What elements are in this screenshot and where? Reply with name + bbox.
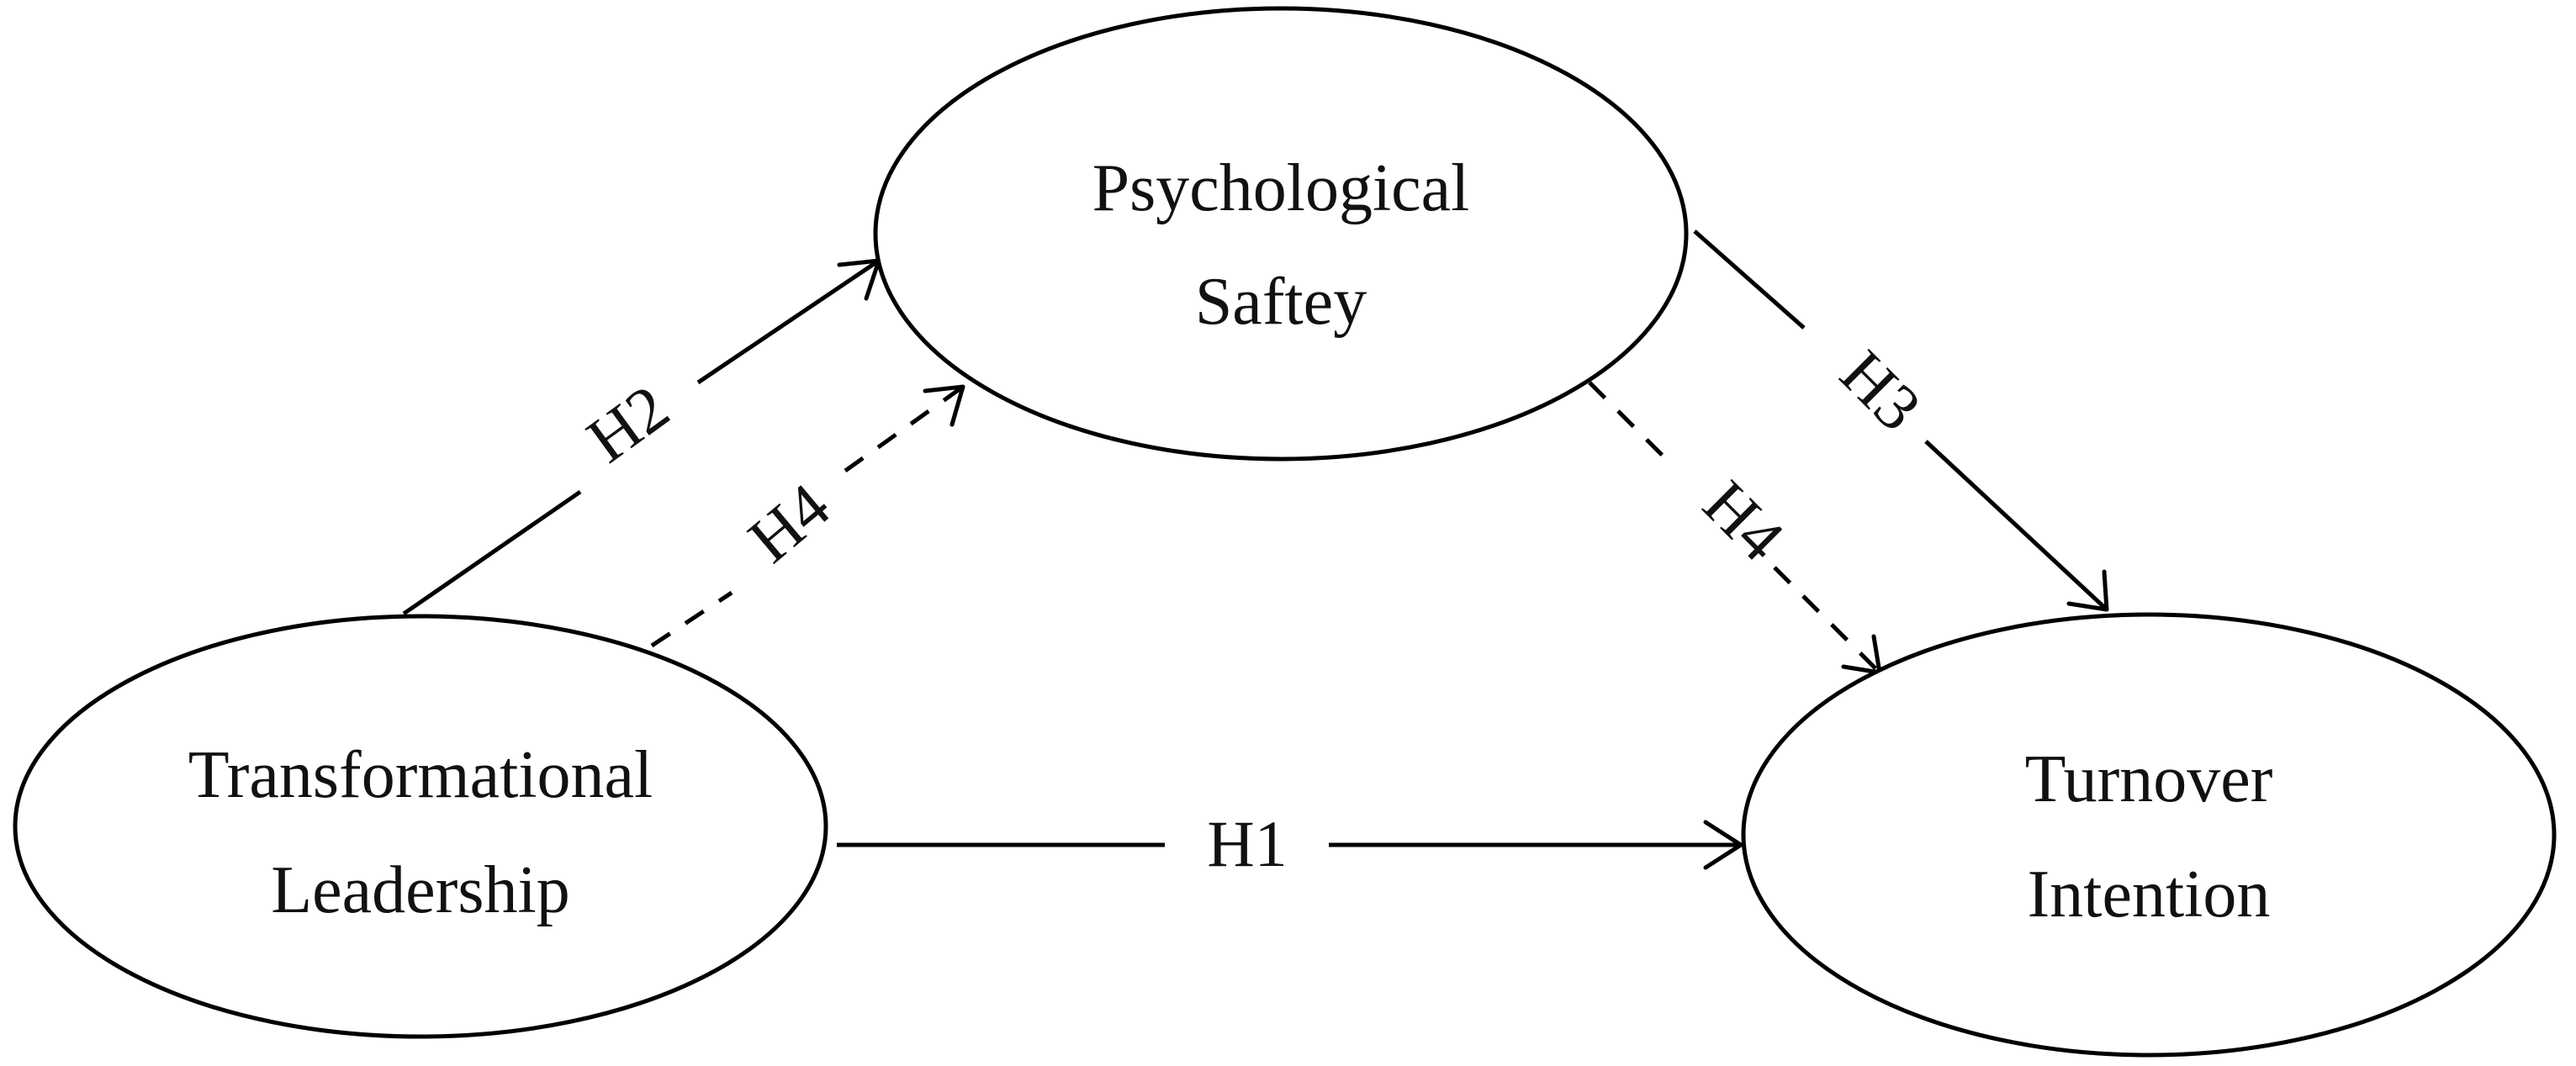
edge-h4-upper-line-upper bbox=[844, 384, 965, 473]
node-turnover-intention-ellipse bbox=[1741, 612, 2557, 1058]
edge-h1-label: H1 bbox=[1207, 807, 1287, 880]
edge-h2-line-lower bbox=[402, 489, 582, 616]
node-psychological-safety-line2: Saftey bbox=[1195, 265, 1367, 339]
edge-h2-label: H2 bbox=[574, 370, 681, 476]
edge-h3-label: H3 bbox=[1827, 336, 1935, 445]
edge-h3-line-upper bbox=[1693, 230, 1806, 330]
edge-h4-upper-line-lower bbox=[650, 590, 733, 648]
edge-h4-upper-arrowhead bbox=[923, 384, 965, 427]
node-transformational-leadership-ellipse bbox=[13, 614, 828, 1039]
edge-h4-lower-line-lower bbox=[1773, 566, 1881, 674]
edge-h1: H1 bbox=[837, 807, 1743, 880]
node-psychological-safety-line1: Psychological bbox=[1092, 151, 1470, 225]
edge-h4-lower: H4 bbox=[1588, 381, 1882, 675]
edge-h1-arrowhead bbox=[1703, 820, 1743, 870]
node-transformational-leadership: Transformational Leadership bbox=[13, 614, 828, 1039]
node-turnover-intention-line2: Intention bbox=[2028, 858, 2271, 931]
edge-h3-line-lower bbox=[1924, 440, 2108, 611]
edge-h4-upper: H4 bbox=[650, 384, 965, 648]
edge-h3-arrowhead bbox=[2066, 569, 2109, 612]
edge-h2: H2 bbox=[402, 258, 881, 616]
node-turnover-intention: Turnover Intention bbox=[1741, 612, 2557, 1058]
node-turnover-intention-line1: Turnover bbox=[2025, 742, 2273, 816]
edge-h2-line-upper bbox=[696, 258, 881, 385]
node-transformational-leadership-line2: Leadership bbox=[271, 853, 569, 927]
edge-h4-lower-label: H4 bbox=[1690, 467, 1798, 575]
node-psychological-safety-ellipse bbox=[873, 6, 1689, 462]
node-transformational-leadership-line1: Transformational bbox=[188, 738, 653, 812]
node-psychological-safety: Psychological Saftey bbox=[873, 6, 1689, 462]
edge-h4-upper-label: H4 bbox=[734, 469, 843, 577]
edge-h4-lower-line-upper bbox=[1588, 381, 1667, 460]
